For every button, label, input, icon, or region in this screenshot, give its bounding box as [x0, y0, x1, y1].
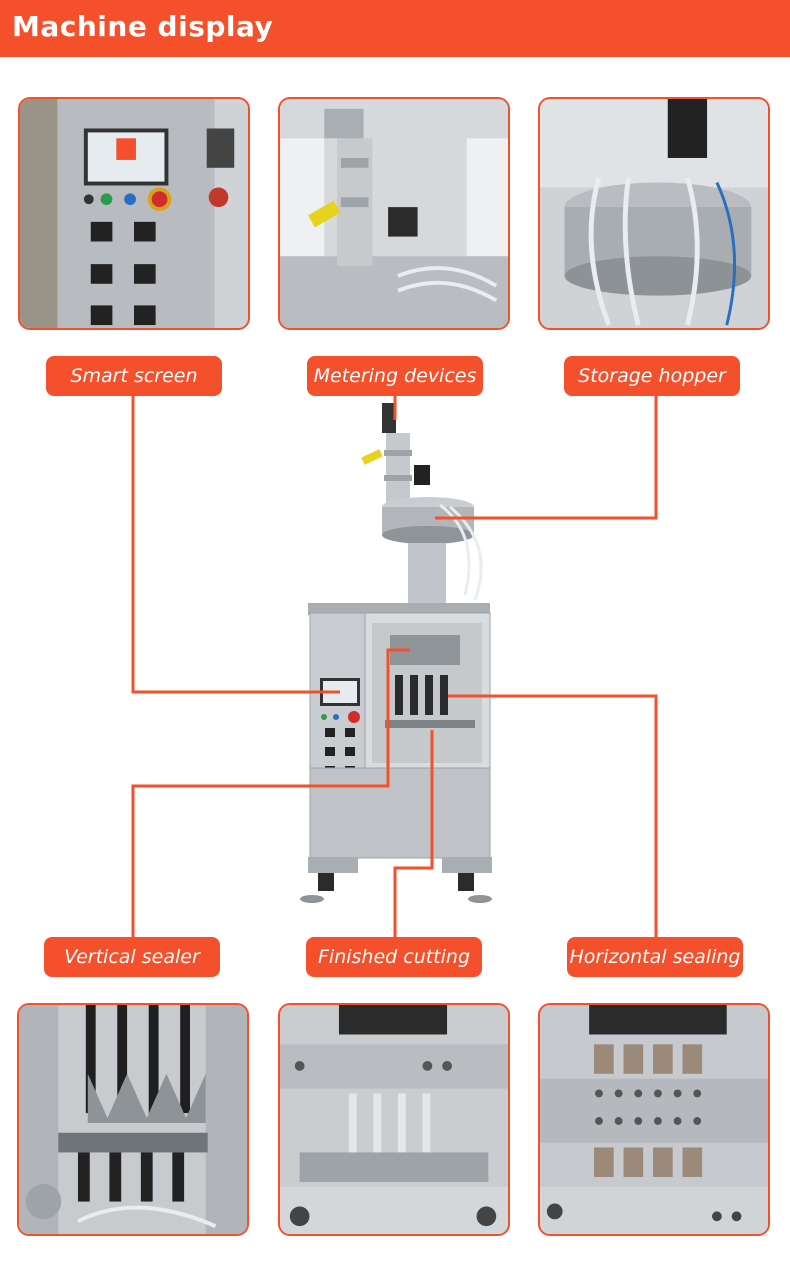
photo-storage-hopper	[538, 97, 770, 330]
header-bar: Machine display	[0, 0, 790, 57]
photo-smart-screen	[18, 97, 250, 330]
label-horizontal-sealing: Horizontal sealing	[567, 937, 743, 977]
label-finished-cutting: Finished cutting	[306, 937, 482, 977]
photo-horizontal-sealing	[538, 1003, 770, 1236]
photo-metering-devices	[278, 97, 510, 330]
photo-finished-cutting	[278, 1003, 510, 1236]
photo-vertical-sealer	[17, 1003, 249, 1236]
label-metering-devices: Metering devices	[307, 356, 483, 396]
label-vertical-sealer: Vertical sealer	[44, 937, 220, 977]
label-smart-screen: Smart screen	[46, 356, 222, 396]
machine-illustration	[290, 395, 510, 915]
page-title: Machine display	[12, 10, 274, 43]
label-storage-hopper: Storage hopper	[564, 356, 740, 396]
